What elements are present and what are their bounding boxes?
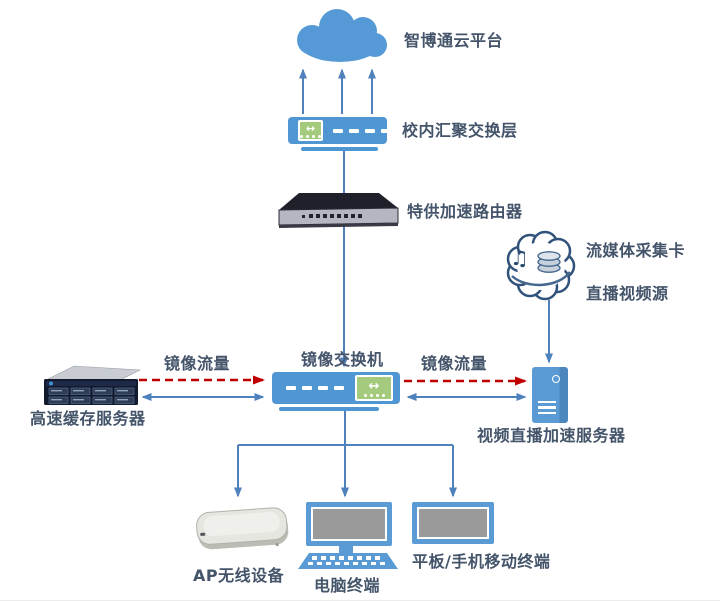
cloud-platform-icon: [297, 9, 387, 62]
switch-shadow: [279, 407, 379, 411]
router-icon: [278, 193, 399, 228]
label-video-server: 视频直播加速服务器: [477, 426, 626, 445]
label-live-source: 直播视频源: [586, 284, 669, 303]
switch-ports: [333, 128, 391, 133]
music-note-icon: ♫: [510, 246, 529, 270]
label-campus-switch: 校内汇聚交换层: [402, 121, 518, 140]
label-cache-server: 高速缓存服务器: [30, 409, 146, 428]
cloud-swoosh: [511, 271, 571, 287]
pc-stand: [339, 545, 353, 553]
label-mobile: 平板/手机移动终端: [412, 552, 551, 571]
switch-uplink-module: ↔: [298, 120, 323, 141]
switch-ports: [286, 386, 344, 390]
ap-device-icon: [196, 507, 289, 550]
campus-switch-icon: ↔: [288, 117, 391, 144]
label-pc: 电脑终端: [314, 576, 381, 595]
label-stream-capture: 流媒体采集卡: [586, 241, 686, 260]
tablet-screen: [417, 507, 489, 539]
label-cloud-platform: 智博通云平台: [404, 31, 504, 50]
pc-keyboard-icon: [298, 553, 398, 569]
uplink-arrows: [299, 68, 376, 114]
switch-shadow: [301, 147, 378, 151]
label-mirror-traffic-left: 镜像流量: [164, 354, 231, 373]
label-router: 特供加速路由器: [407, 202, 523, 221]
mirror-switch-icon: ↔: [272, 372, 400, 404]
label-mirror-switch: 镜像交换机: [301, 350, 384, 369]
label-ap: AP无线设备: [193, 566, 285, 585]
pc-monitor-icon: [306, 502, 392, 546]
video-server-icon: [532, 367, 568, 423]
distribution-tree: [234, 408, 457, 498]
database-stack-icon: [537, 251, 561, 273]
switch-uplink-module: ↔: [355, 375, 393, 401]
pc-screen: [311, 507, 387, 541]
power-led: [552, 375, 560, 383]
vent-slots: [538, 400, 556, 414]
tablet-icon: [412, 502, 494, 544]
cache-server-icon: [44, 365, 142, 405]
label-mirror-traffic-right: 镜像流量: [421, 354, 488, 373]
svg-text:♫: ♫: [510, 246, 529, 270]
